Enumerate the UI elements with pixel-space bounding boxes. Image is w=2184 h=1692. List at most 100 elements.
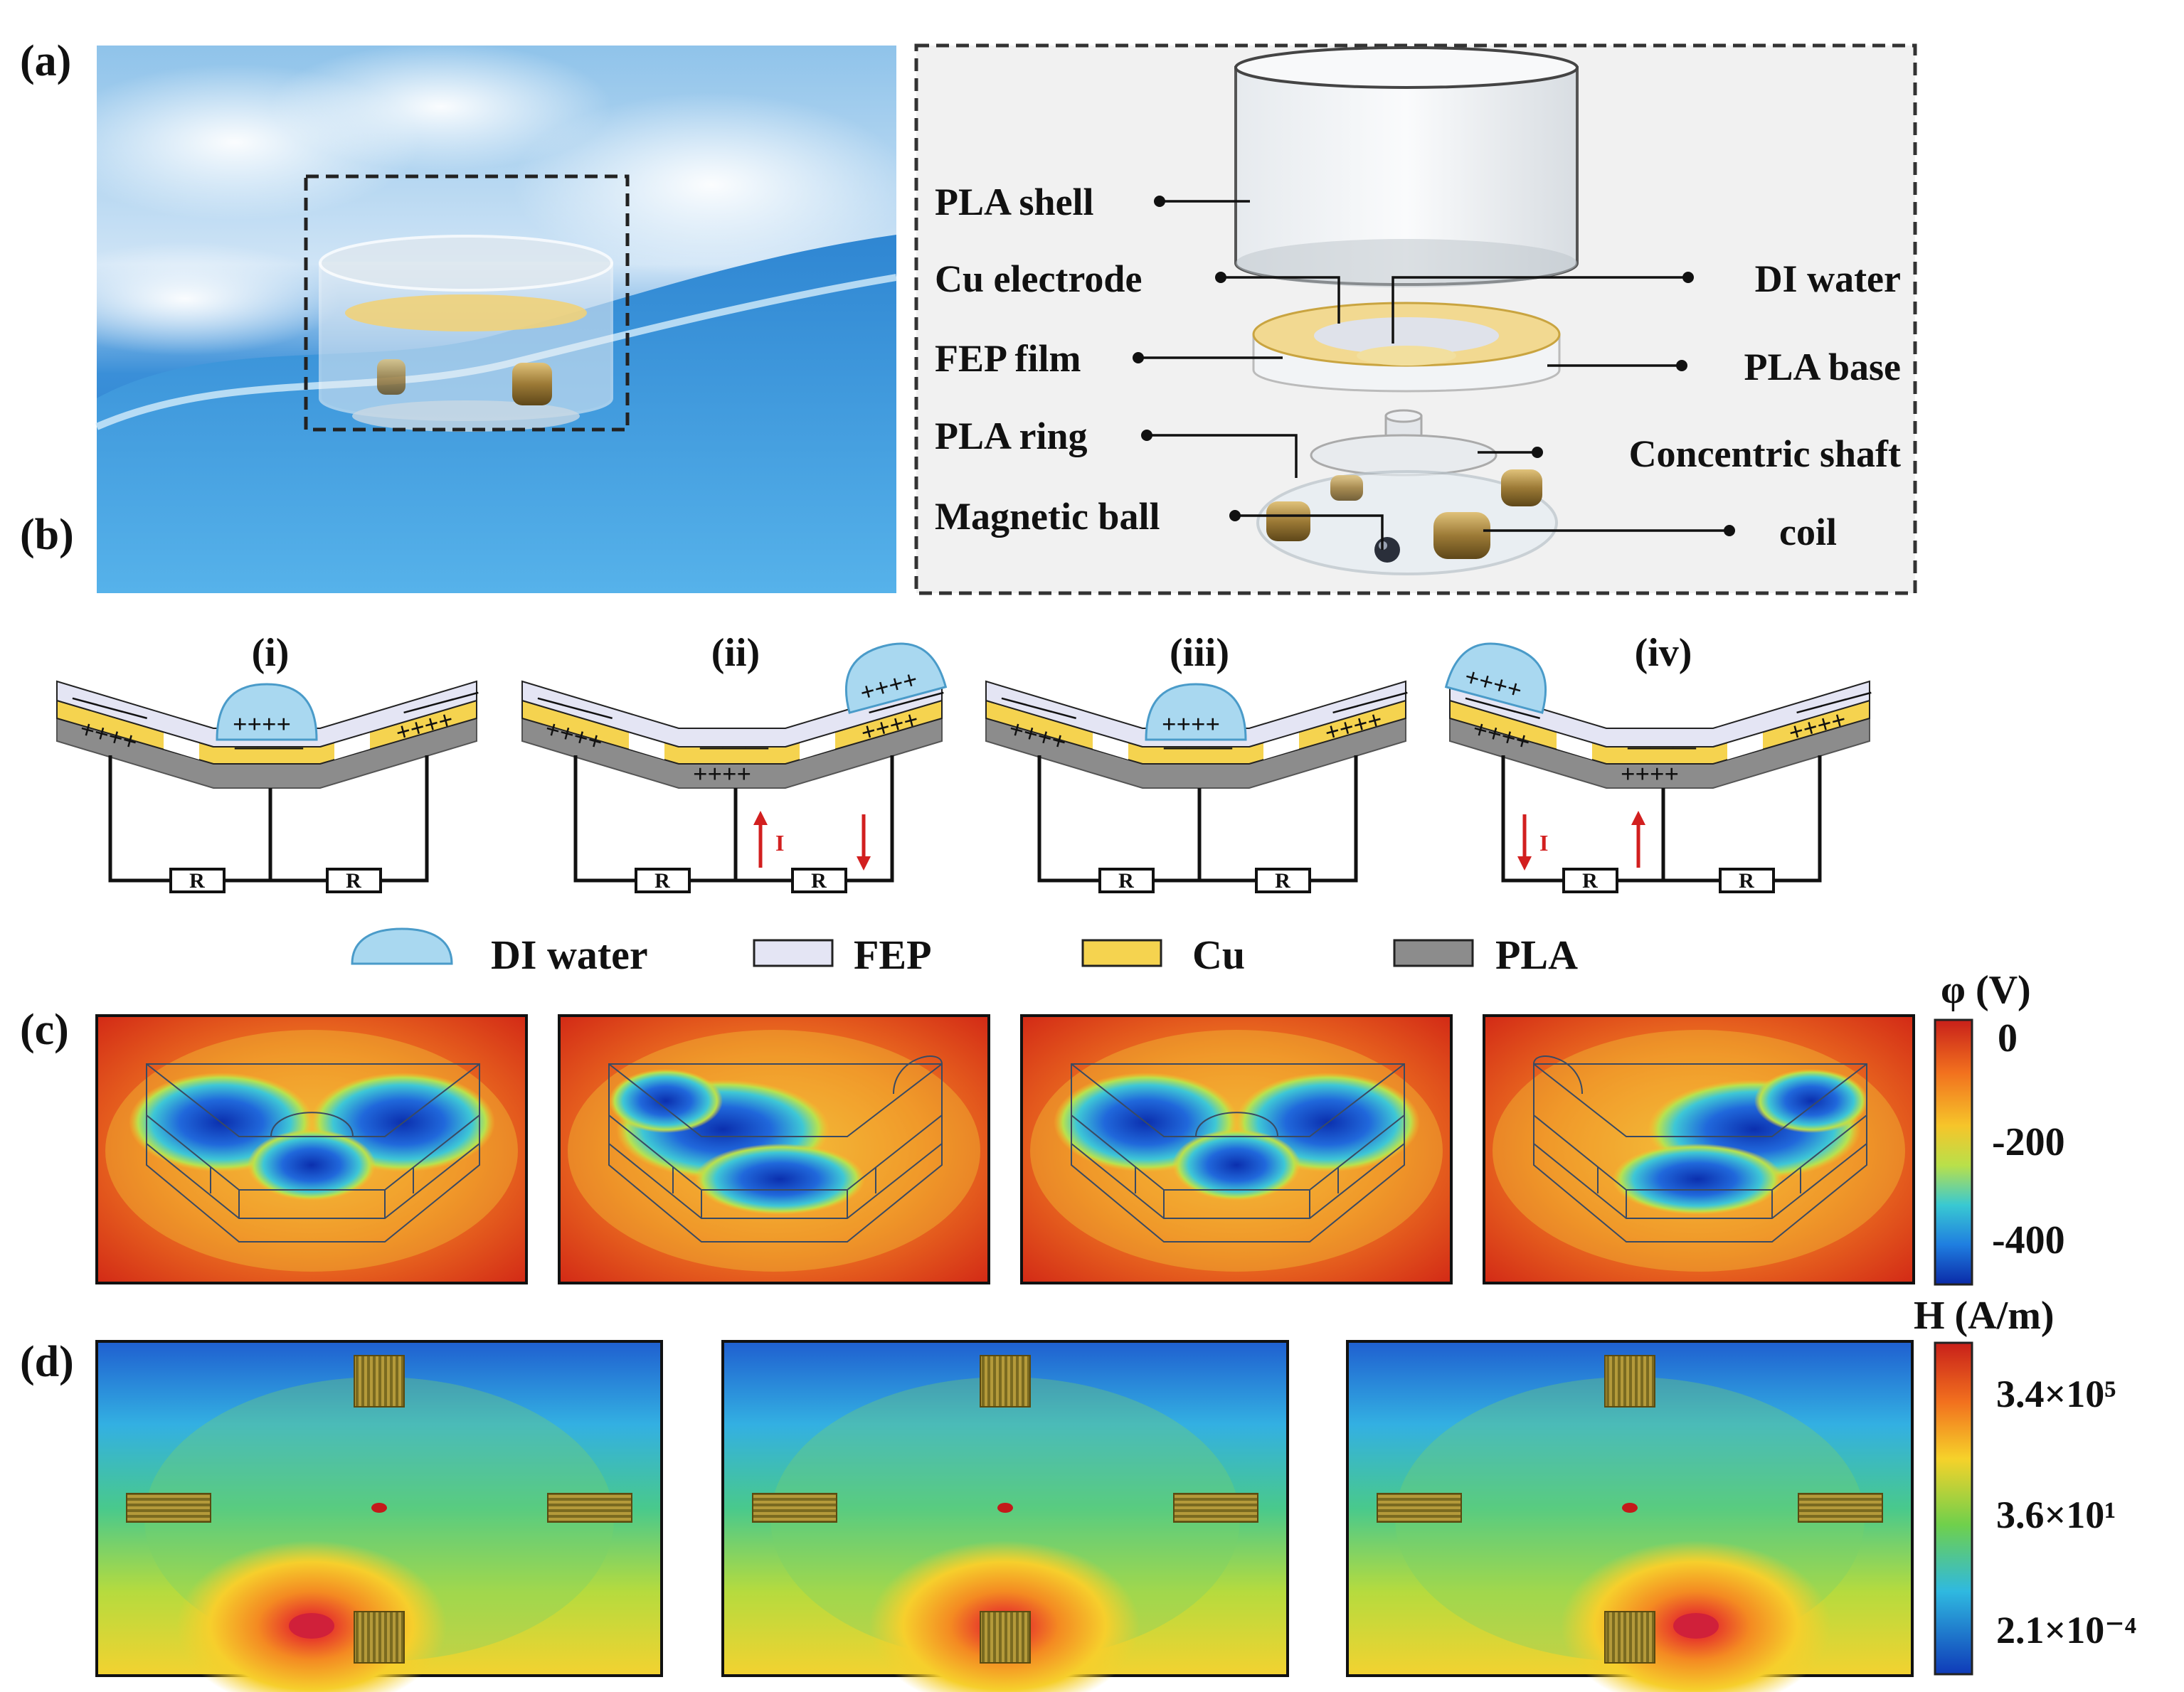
legend-di-water: DI water [491,932,648,978]
magnetic-field-maps [95,1340,1914,1692]
water-plus: ++++ [233,710,291,738]
resistor [635,868,691,893]
field-tick-high: 3.4×10⁵ [1996,1373,2116,1415]
potential-map-1 [95,1014,528,1284]
water-droplet: ++++ [1145,683,1247,741]
resistor-label: R [1582,869,1598,893]
potential-colorbar: φ (V) 0 -200 -400 [1934,968,2065,1286]
panel-label-b: (b) [20,511,74,559]
device-outline [608,1063,943,1137]
plus-charges-center: ++++ [693,760,751,788]
field-map-2 [721,1340,1289,1692]
zoom-box [304,174,630,432]
legend-pla: PLA [1495,932,1578,978]
panel-label-c: (c) [20,1006,69,1054]
device-outline [1533,1144,1867,1243]
materials-legend: DI water FEP Cu PLA [351,927,1578,978]
resistor [791,868,847,893]
water-plus: ++++ [1162,710,1220,738]
legend-water-swatch [351,927,453,965]
device-outline [1533,1055,1583,1095]
label-concentric-shaft: Concentric shaft [1629,432,1901,475]
electrode-gap [1263,732,1299,760]
current-label: I [1539,830,1548,856]
resistor [169,868,226,893]
potential-tick-0: 0 [1998,1016,2018,1060]
potential-map-2 [558,1014,990,1284]
label-cu-electrode: Cu electrode [935,257,1142,300]
electrode-gap [1727,732,1763,760]
leader-lines [1138,200,1729,550]
potential-tick-400: -400 [1992,1218,2065,1262]
resistor [1719,868,1775,893]
pla-shell-drawing [1234,46,1579,287]
field-map-3 [1346,1340,1914,1692]
device-outline [1071,1144,1405,1243]
coil-left [126,1493,211,1523]
magnetic-ball-drawing [1374,537,1400,563]
resistor-label: R [811,869,827,893]
device-outline [270,1112,354,1137]
coil-top [980,1355,1031,1408]
minus-charges-center: ——— [234,733,304,759]
electrode-gap [334,732,370,760]
ring-assembly-drawing [1256,409,1558,575]
potential-map-4 [1483,1014,1915,1284]
device-outline [893,1055,943,1095]
electrode-gap [1557,732,1592,760]
leader-dots [1133,196,1735,536]
minus-charges-center: ——— [1627,733,1697,759]
field-colorbar: H (A/m) 3.4×10⁵ 3.6×10¹ 2.1×10⁻⁴ [1914,1294,2136,1676]
electrode-gap [1093,732,1128,760]
resistor-label: R [654,869,670,893]
water-droplet: ++++ [216,683,318,741]
fep-layer [521,680,943,747]
resistor [326,868,382,893]
label-pla-ring: PLA ring [935,415,1088,457]
stage-label: (i) [252,631,290,675]
label-pla-shell: PLA shell [935,181,1094,223]
device-outline [1071,1115,1405,1219]
coil-left [752,1493,837,1523]
coil-right [1501,469,1542,506]
coil-back [1330,475,1363,501]
coil-bottom [1604,1611,1655,1664]
electrode-gap [629,732,664,760]
device-outline [608,1144,943,1243]
coil-left [1266,501,1310,541]
minus-charges-center: ——— [1163,733,1233,759]
electrode-gap [164,732,199,760]
legend-fep-swatch [753,939,834,967]
magnetic-ball-marker [997,1503,1013,1513]
label-coil: coil [1779,511,1837,553]
coil-top [354,1355,405,1408]
stage-label: (ii) [711,631,760,675]
potential-map-3 [1020,1014,1453,1284]
field-colorbar-title: H (A/m) [1914,1294,2055,1338]
device-outline [146,1144,480,1243]
field-tick-mid: 3.6×10¹ [1996,1494,2116,1536]
device-outline [146,1063,480,1137]
stage-label: (iv) [1635,631,1692,675]
plus-charges-center: ++++ [1621,760,1679,788]
coil-right [1173,1493,1258,1523]
potential-maps [95,1014,1915,1284]
label-magnetic-ball: Magnetic ball [935,495,1160,538]
device-outline [1195,1112,1278,1137]
resistor-label: R [1118,869,1134,893]
coil-right [547,1493,632,1523]
panel-label-a: (a) [20,37,71,85]
field-tick-low: 2.1×10⁻⁴ [1996,1609,2136,1651]
label-pla-base: PLA base [1744,346,1901,388]
resistor-label: R [189,869,205,893]
device-outline [1533,1115,1867,1219]
coil-bottom [354,1611,405,1664]
device-thumbnail [319,235,613,432]
resistor-label: R [1275,869,1290,893]
device-outline [146,1115,480,1219]
legend-cu: Cu [1192,932,1245,978]
